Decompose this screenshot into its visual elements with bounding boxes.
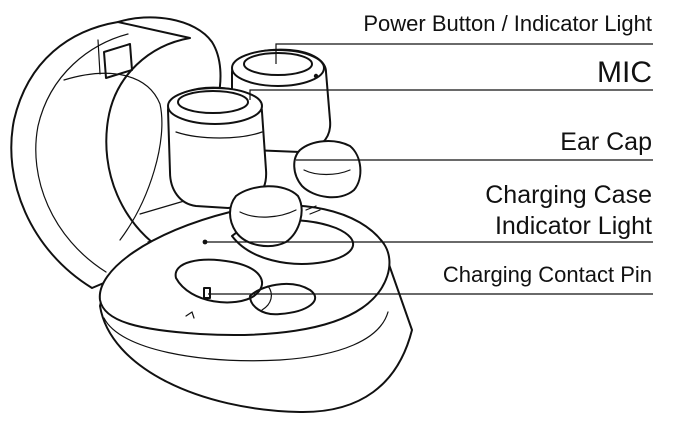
label-contact-pin: Charging Contact Pin bbox=[443, 262, 652, 287]
case-lid bbox=[10, 16, 222, 289]
charging-case-base bbox=[98, 204, 413, 414]
leader-power-button bbox=[275, 43, 653, 64]
leader-lines bbox=[205, 43, 653, 295]
label-charging-case-line2: Indicator Light bbox=[495, 212, 652, 240]
earbud-front bbox=[167, 86, 321, 248]
leader-mic bbox=[249, 89, 653, 100]
label-charging-case-line1: Charging Case bbox=[485, 181, 652, 209]
label-mic: MIC bbox=[597, 56, 652, 89]
label-power-button: Power Button / Indicator Light bbox=[363, 11, 652, 36]
label-ear-cap: Ear Cap bbox=[560, 128, 652, 156]
